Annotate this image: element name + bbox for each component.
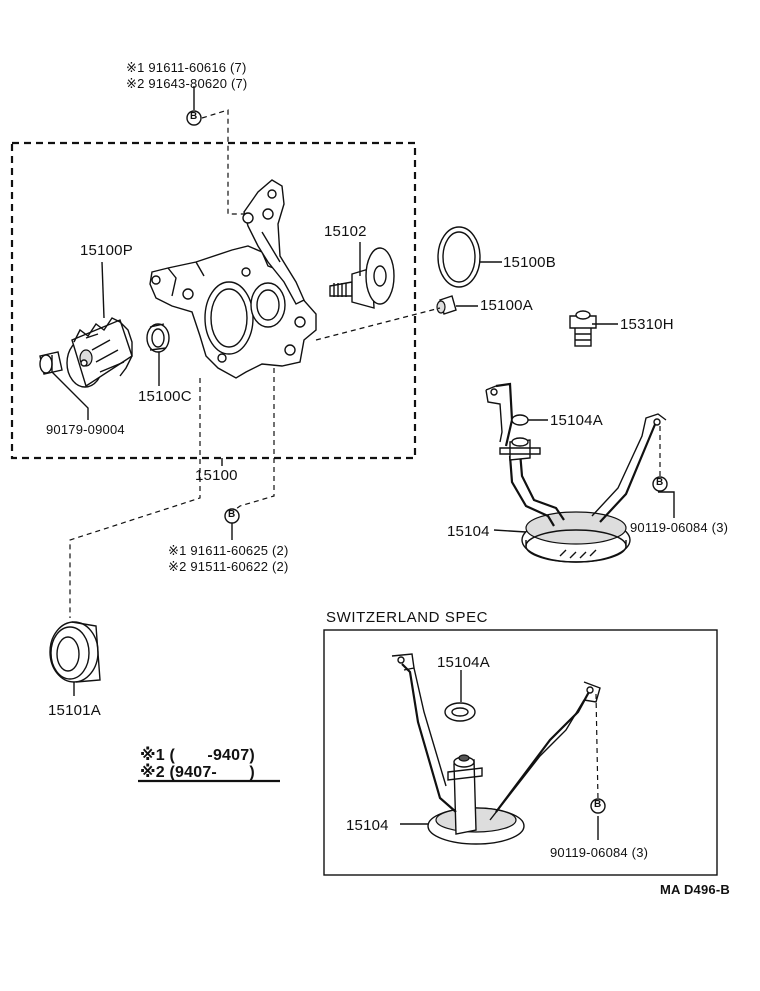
label-15100: 15100 [195,467,238,484]
label-15104a-top: 15104A [550,412,603,429]
label-15100c: 15100C [138,388,192,405]
bolt-badge-bottom [224,508,240,524]
label-15101a: 15101A [48,702,101,719]
bolt-badge-top [186,110,202,126]
dashed-references [69,109,661,801]
oil-seal-15101a [49,621,101,683]
label-15100a: 15100A [480,297,533,314]
label-90119-top: 90119-06084 (3) [630,520,729,535]
union-15310h [569,310,597,347]
badge-letter-bottom: B [228,509,236,520]
drawing-code: MA D496-B [660,882,730,897]
label-90119-sw: 90119-06084 (3) [550,845,649,860]
badge-letter-strainer: B [656,477,664,488]
plug-15100a [436,295,457,315]
label-15100b: 15100B [503,254,556,271]
bolts-top-line1: ※1 91611-60616 (7) [126,60,247,75]
badge-letter-top: B [190,111,198,122]
bolt-badge-strainer [652,476,668,492]
rotor-gear-15100p [39,317,133,388]
label-15104-sw: 15104 [346,817,389,834]
o-ring-15100b [437,226,481,288]
assembly-box-15100 [10,141,417,460]
oil-strainer-15104 [485,382,667,563]
switzerland-spec-title: SWITZERLAND SPEC [326,609,489,626]
label-15100p: 15100P [80,242,133,259]
label-15310h: 15310H [620,316,674,333]
legend-line2: ※2 (9407- ) [140,764,255,781]
badge-letter-sw: B [594,799,602,810]
label-15104-top: 15104 [447,523,490,540]
label-15102: 15102 [324,223,367,240]
label-15104a-sw: 15104A [437,654,490,671]
seal-15100c [146,323,170,353]
bolts-bottom-line1: ※1 91611-60625 (2) [168,543,289,558]
legend-line1: ※1 ( -9407) [140,747,255,764]
bolt-badge-sw [590,798,606,814]
label-90179: 90179-09004 [46,422,125,437]
oil-strainer-15104-sw [391,653,601,845]
bolts-top-line2: ※2 91643-80620 (7) [126,76,248,91]
leader-lines [51,86,675,840]
switzerland-spec-box [323,629,718,876]
oil-pump-body [149,179,317,379]
relief-valve-15102 [329,247,395,309]
bolts-bottom-line2: ※2 91511-60622 (2) [168,559,289,574]
